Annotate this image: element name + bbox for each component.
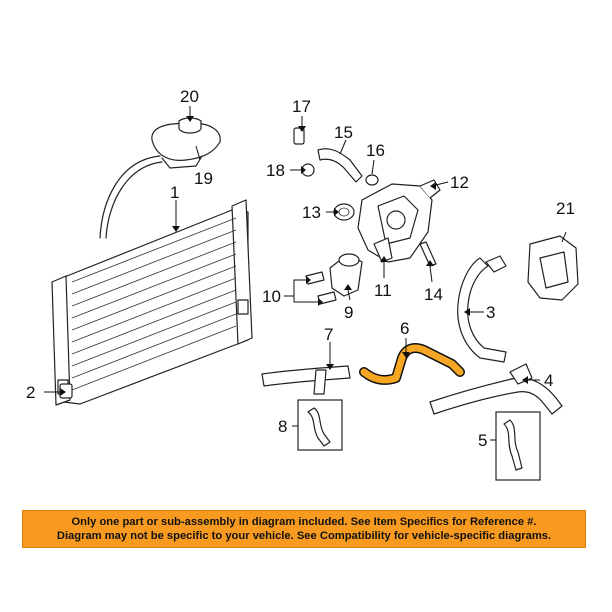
callout-2: 2 — [26, 383, 35, 402]
callout-16: 16 — [366, 141, 385, 160]
hose-8-box — [297, 399, 343, 451]
arrowheads — [60, 116, 528, 396]
sensor-11 — [373, 237, 393, 263]
callout-10: 10 — [262, 287, 281, 306]
housing-21 — [527, 235, 579, 301]
callout-21: 21 — [556, 199, 575, 218]
callout-11: 11 — [374, 281, 392, 300]
leader-lines — [44, 106, 567, 441]
stud-14 — [419, 241, 437, 267]
callout-7: 7 — [324, 325, 333, 344]
callout-15: 15 — [334, 123, 353, 142]
sensor-17 — [293, 127, 305, 145]
callout-5: 5 — [478, 431, 487, 450]
reservoir-cap — [178, 117, 202, 134]
disclaimer-line-2: Diagram may not be specific to your vehi… — [56, 530, 552, 542]
callout-17: 17 — [292, 97, 311, 116]
callout-numbers: 20 19 1 2 17 18 15 16 12 13 11 14 9 10 3… — [26, 87, 575, 450]
callout-13: 13 — [302, 203, 321, 222]
hose-4 — [429, 363, 563, 415]
hose-7 — [261, 365, 351, 395]
disclaimer-line-1: Only one part or sub-assembly in diagram… — [71, 516, 537, 528]
hose-6-highlighted — [359, 343, 465, 385]
callout-1: 1 — [170, 183, 179, 202]
coolant-reservoir — [99, 122, 221, 239]
hose-15 — [317, 148, 363, 183]
callout-20: 20 — [180, 87, 199, 106]
callout-4: 4 — [544, 371, 553, 390]
callout-8: 8 — [278, 417, 287, 436]
disclaimer-banner: Only one part or sub-assembly in diagram… — [22, 510, 586, 548]
callout-14: 14 — [424, 285, 443, 304]
callout-18: 18 — [266, 161, 285, 180]
clamp-16 — [365, 174, 379, 186]
hose-3 — [457, 255, 507, 363]
callout-19: 19 — [194, 169, 213, 188]
callout-12: 12 — [450, 173, 469, 192]
callout-3: 3 — [486, 303, 495, 322]
callout-9: 9 — [344, 303, 353, 322]
callout-6: 6 — [400, 319, 409, 338]
radiator — [51, 199, 253, 406]
thermostat-9 — [329, 253, 363, 297]
hose-5-box — [495, 411, 541, 481]
parts-diagram: 20 19 1 2 17 18 15 16 12 13 11 14 9 10 3… — [26, 87, 579, 481]
